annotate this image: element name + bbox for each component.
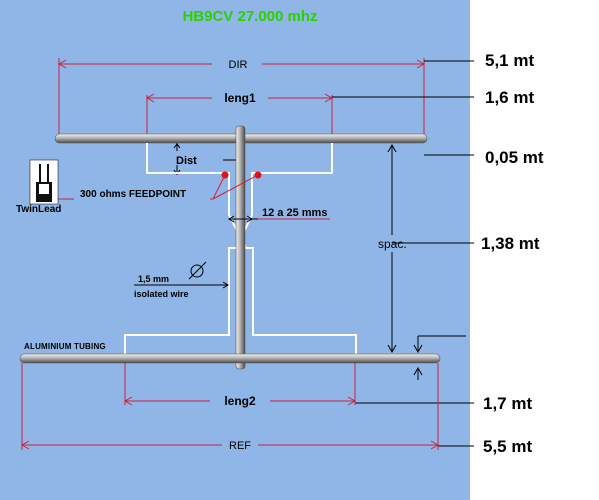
leng2-label: leng2	[224, 394, 256, 408]
ref-dimension	[20, 363, 440, 450]
aluminium-tubing-label: ALUMINIUM TUBING	[24, 342, 106, 351]
background-panel	[0, 0, 470, 500]
twinlead-label: TwinLead	[16, 204, 61, 215]
gap-label: 12 a 25 mms	[262, 207, 327, 219]
wire-diameter-label: 1,5 mm	[138, 274, 169, 284]
dist-label: Dist	[176, 155, 197, 167]
reflector-tube	[19, 353, 441, 364]
leng2-dimension	[123, 363, 357, 406]
twinlead-cable-icon	[29, 159, 59, 205]
gap-dimension	[228, 215, 258, 223]
feedpoint-label-bg	[74, 186, 210, 200]
leng1-dimension	[145, 93, 474, 136]
spac-dimension	[387, 143, 474, 354]
measurement-leng2: 1,7 mt	[483, 394, 532, 413]
measurement-leng1: 1,6 mt	[485, 88, 534, 107]
dir-label: DIR	[229, 59, 248, 71]
mast-boom	[235, 125, 246, 370]
spac-label: spac.	[378, 237, 407, 251]
dir-dimension	[57, 58, 474, 134]
leng1-label: leng1	[224, 91, 256, 105]
measurement-dist: 0,05 mt	[485, 148, 544, 167]
isolated-wire-label: isolated wire	[134, 289, 189, 299]
measurement-ref: 5,5 mt	[483, 437, 532, 456]
gap-label-bg	[259, 203, 347, 219]
ref-label: REF	[229, 440, 251, 452]
measurement-spac: 1,38 mt	[481, 234, 540, 253]
diagram-title: HB9CV 27.000 mhz	[182, 8, 317, 25]
diameter-symbol-icon	[188, 261, 207, 280]
measurement-leaders	[355, 154, 474, 447]
measurement-dir: 5,1 mt	[485, 51, 534, 70]
isolated-wire-leader	[134, 281, 229, 289]
feedpoint-label: 300 ohms FEEDPOINT	[80, 189, 186, 200]
